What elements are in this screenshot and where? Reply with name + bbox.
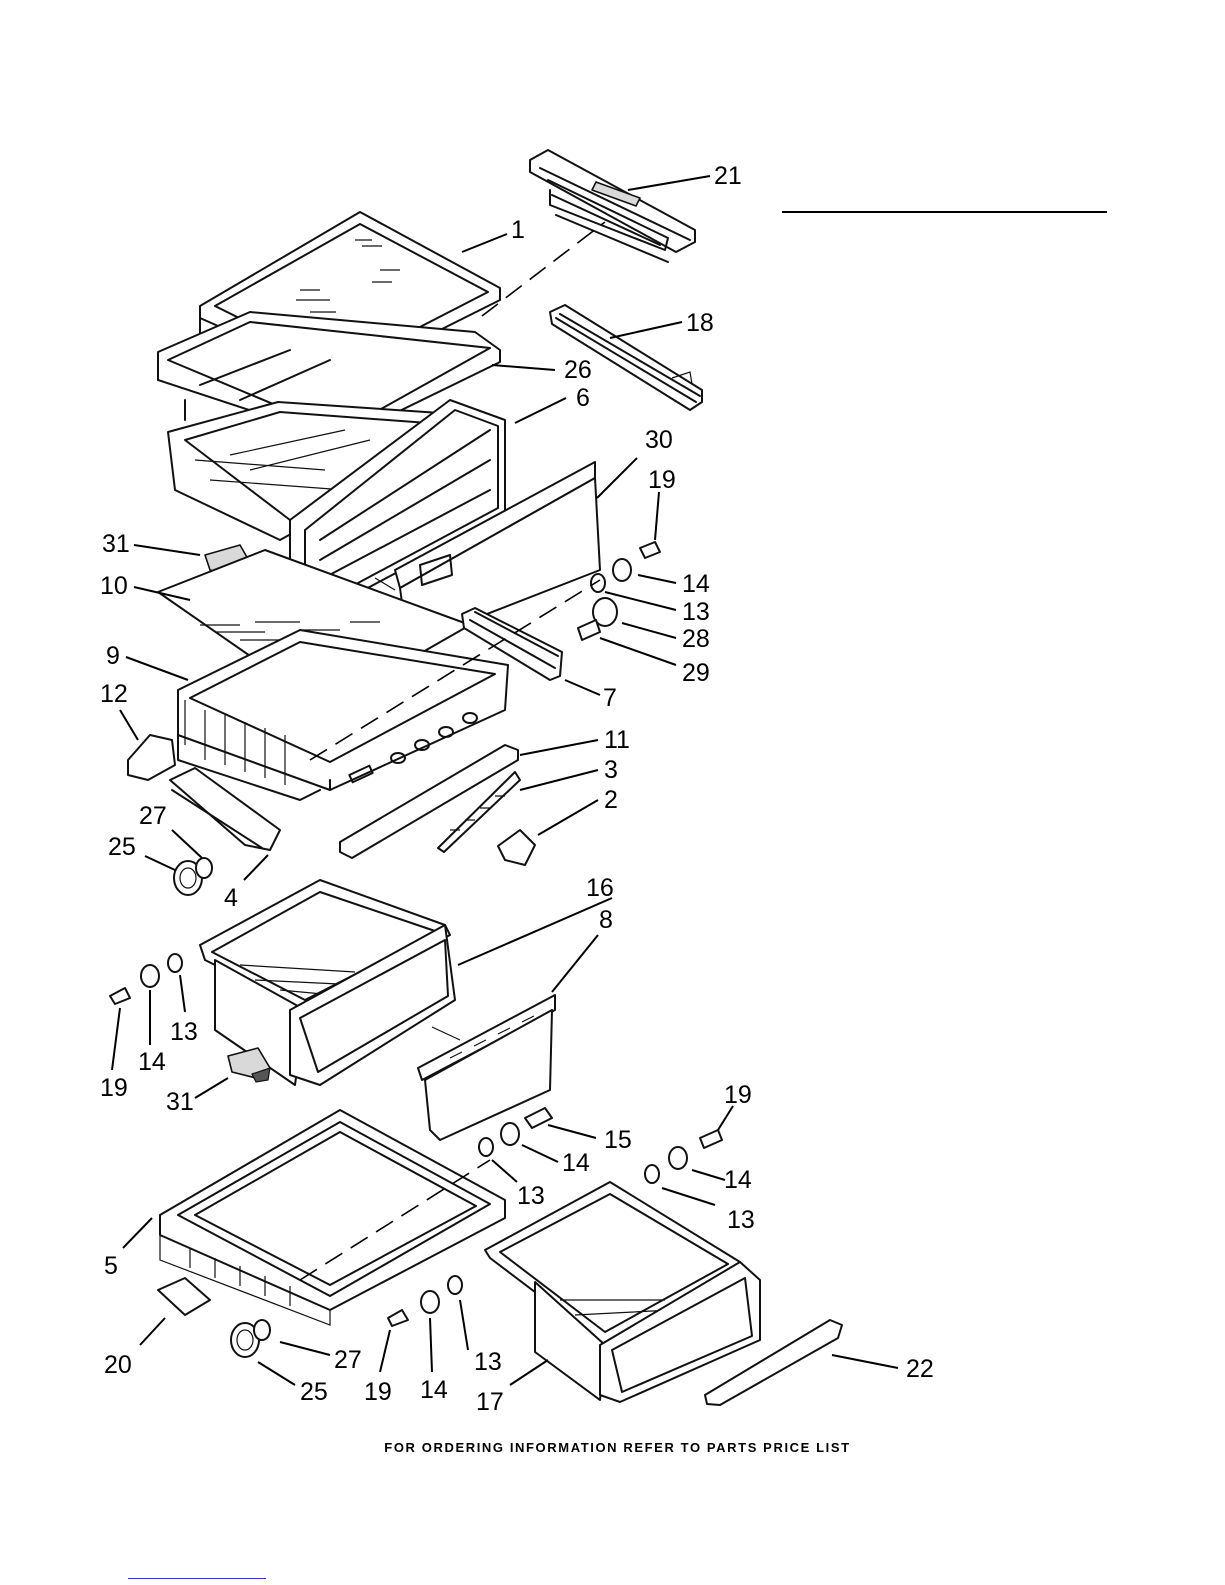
bottom-link-underline[interactable] [128, 1578, 266, 1579]
callout-25: 25 [108, 833, 136, 861]
callout-14: 14 [682, 570, 710, 598]
part-12-side-bracket [128, 735, 175, 780]
callout-16: 16 [586, 874, 614, 902]
callout-11: 11 [604, 726, 630, 754]
part-20-trim-piece [158, 1278, 210, 1315]
callout-14: 14 [420, 1376, 448, 1404]
part-25-wheel-lower [231, 1320, 270, 1357]
callout-3: 3 [604, 756, 618, 784]
callout-13: 13 [170, 1018, 198, 1046]
callout-15: 15 [604, 1126, 632, 1154]
callout-9: 9 [106, 642, 120, 670]
callout-19: 19 [648, 466, 676, 494]
callout-31: 31 [166, 1088, 194, 1116]
callout-19: 19 [724, 1081, 752, 1109]
callout-30: 30 [645, 426, 673, 454]
part-17-lower-drawer [485, 1182, 760, 1402]
ordering-info-footer: FOR ORDERING INFORMATION REFER TO PARTS … [0, 1440, 1225, 1455]
title-rule [782, 211, 1107, 213]
callout-5: 5 [104, 1252, 118, 1280]
callout-17: 17 [476, 1388, 504, 1416]
part-4-trim-piece [170, 768, 280, 850]
part-2-clip [498, 830, 535, 865]
callout-7: 7 [603, 684, 617, 712]
callout-22: 22 [906, 1355, 934, 1383]
callout-25: 25 [300, 1378, 328, 1406]
callout-13: 13 [517, 1182, 545, 1210]
callout-14: 14 [138, 1048, 166, 1076]
callout-14: 14 [562, 1149, 590, 1177]
callout-27: 27 [334, 1346, 362, 1374]
callout-19: 19 [364, 1378, 392, 1406]
part-25-wheel-upper [174, 858, 212, 895]
callout-2: 2 [604, 786, 618, 814]
callout-10: 10 [100, 572, 128, 600]
callout-8: 8 [599, 906, 613, 934]
callout-26: 26 [564, 356, 592, 384]
callout-27: 27 [139, 802, 167, 830]
callout-4: 4 [224, 884, 238, 912]
callout-14: 14 [724, 1166, 752, 1194]
callout-1: 1 [511, 216, 525, 244]
callout-28: 28 [682, 625, 710, 653]
callout-13: 13 [474, 1348, 502, 1376]
callout-19: 19 [100, 1074, 128, 1102]
callout-13: 13 [727, 1206, 755, 1234]
callout-18: 18 [686, 309, 714, 337]
callout-13: 13 [682, 598, 710, 626]
callout-21: 21 [714, 162, 742, 190]
callout-20: 20 [104, 1351, 132, 1379]
callout-6: 6 [576, 384, 590, 412]
callout-31: 31 [102, 530, 130, 558]
callout-12: 12 [100, 680, 128, 708]
part-21-rail-assembly [530, 150, 695, 262]
callout-29: 29 [682, 659, 710, 687]
